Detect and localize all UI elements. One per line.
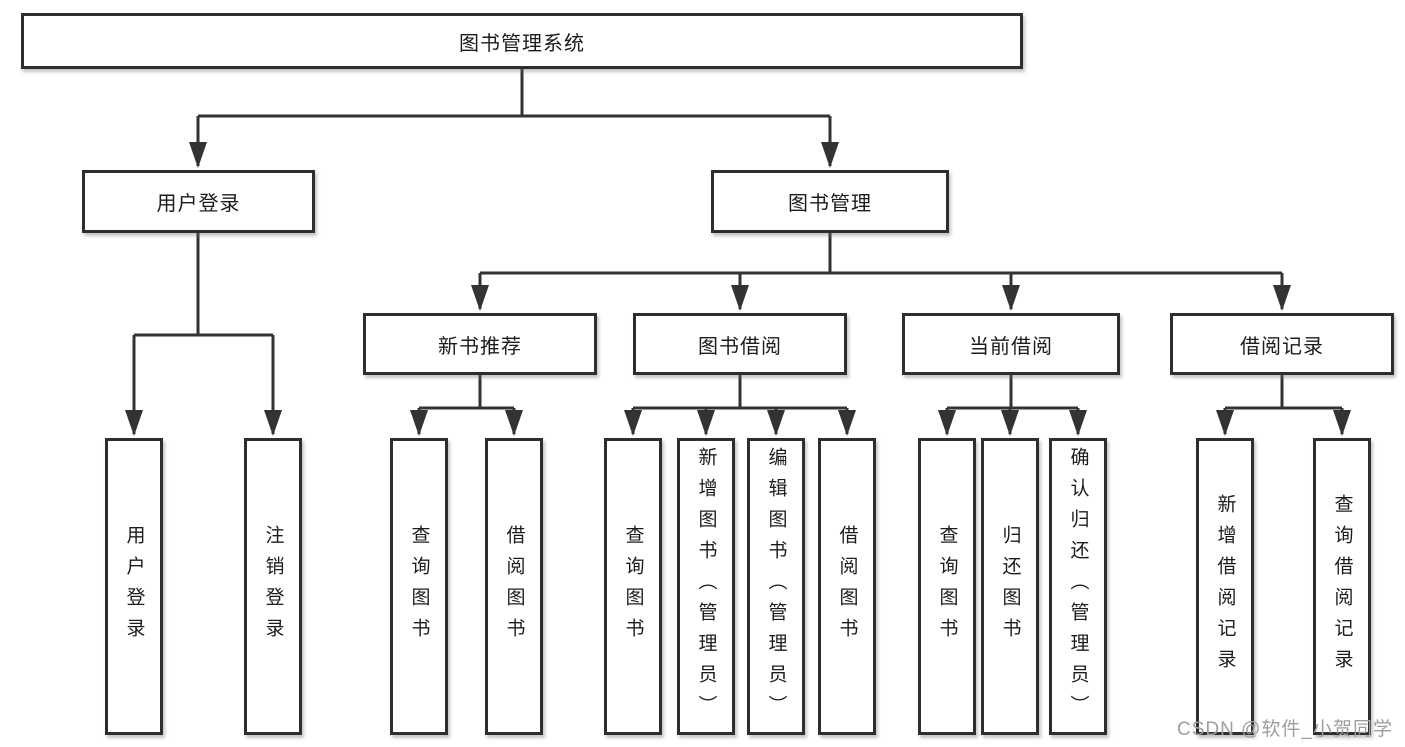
leaf-query-books-current: 查询图书 bbox=[918, 438, 976, 735]
leaf-borrow-books-recommend-label: 借阅图书 bbox=[503, 524, 525, 649]
leaf-logout: 注销登录 bbox=[244, 438, 302, 735]
leaf-query-books-borrow-label: 查询图书 bbox=[622, 524, 644, 649]
leaf-user-login: 用户登录 bbox=[105, 438, 163, 735]
leaf-confirm-return-admin: 确认归还（管理员） bbox=[1049, 438, 1107, 735]
leaf-add-book-admin-label: 新增图书（管理员） bbox=[695, 447, 717, 726]
node-user-login-label: 用户登录 bbox=[156, 193, 241, 215]
node-user-login: 用户登录 bbox=[82, 170, 315, 233]
node-new-book-recommend-label: 新书推荐 bbox=[438, 335, 522, 358]
connector-arrows bbox=[125, 116, 1351, 436]
leaf-edit-book-admin: 编辑图书（管理员） bbox=[747, 438, 805, 735]
node-borrowing-records: 借阅记录 bbox=[1170, 313, 1394, 375]
leaf-add-borrow-record: 新增借阅记录 bbox=[1196, 438, 1254, 735]
leaf-confirm-return-admin-label: 确认归还（管理员） bbox=[1067, 447, 1089, 726]
leaf-add-borrow-record-label: 新增借阅记录 bbox=[1214, 493, 1236, 680]
leaf-query-books-borrow: 查询图书 bbox=[604, 438, 662, 735]
leaf-logout-label: 注销登录 bbox=[262, 524, 284, 649]
node-library-system: 图书管理系统 bbox=[21, 13, 1023, 69]
leaf-query-books-recommend-label: 查询图书 bbox=[408, 524, 430, 649]
node-current-borrowing: 当前借阅 bbox=[902, 313, 1120, 375]
leaf-borrow-books-recommend: 借阅图书 bbox=[485, 438, 543, 735]
node-book-borrowing-label: 图书借阅 bbox=[698, 335, 782, 358]
node-book-management: 图书管理 bbox=[711, 170, 949, 233]
connector-trunks bbox=[134, 69, 1342, 410]
leaf-user-login-label: 用户登录 bbox=[123, 524, 145, 649]
csdn-watermark: CSDN @软件_小贺同学 bbox=[1177, 719, 1393, 740]
node-book-management-label: 图书管理 bbox=[788, 193, 872, 215]
node-current-borrowing-label: 当前借阅 bbox=[969, 335, 1053, 358]
leaf-return-books-label: 归还图书 bbox=[999, 524, 1021, 649]
leaf-query-books-current-label: 查询图书 bbox=[936, 524, 958, 649]
leaf-query-books-recommend: 查询图书 bbox=[390, 438, 448, 735]
leaf-borrow-books-label: 借阅图书 bbox=[836, 524, 858, 649]
leaf-query-borrow-record: 查询借阅记录 bbox=[1313, 438, 1371, 735]
leaf-return-books: 归还图书 bbox=[981, 438, 1039, 735]
leaf-edit-book-admin-label: 编辑图书（管理员） bbox=[765, 447, 787, 726]
leaf-query-borrow-record-label: 查询借阅记录 bbox=[1331, 493, 1353, 680]
node-library-system-label: 图书管理系统 bbox=[459, 32, 585, 55]
leaf-borrow-books: 借阅图书 bbox=[818, 438, 876, 735]
node-borrowing-records-label: 借阅记录 bbox=[1240, 335, 1324, 358]
node-book-borrowing: 图书借阅 bbox=[633, 313, 847, 375]
node-new-book-recommend: 新书推荐 bbox=[363, 313, 597, 375]
leaf-add-book-admin: 新增图书（管理员） bbox=[677, 438, 735, 735]
